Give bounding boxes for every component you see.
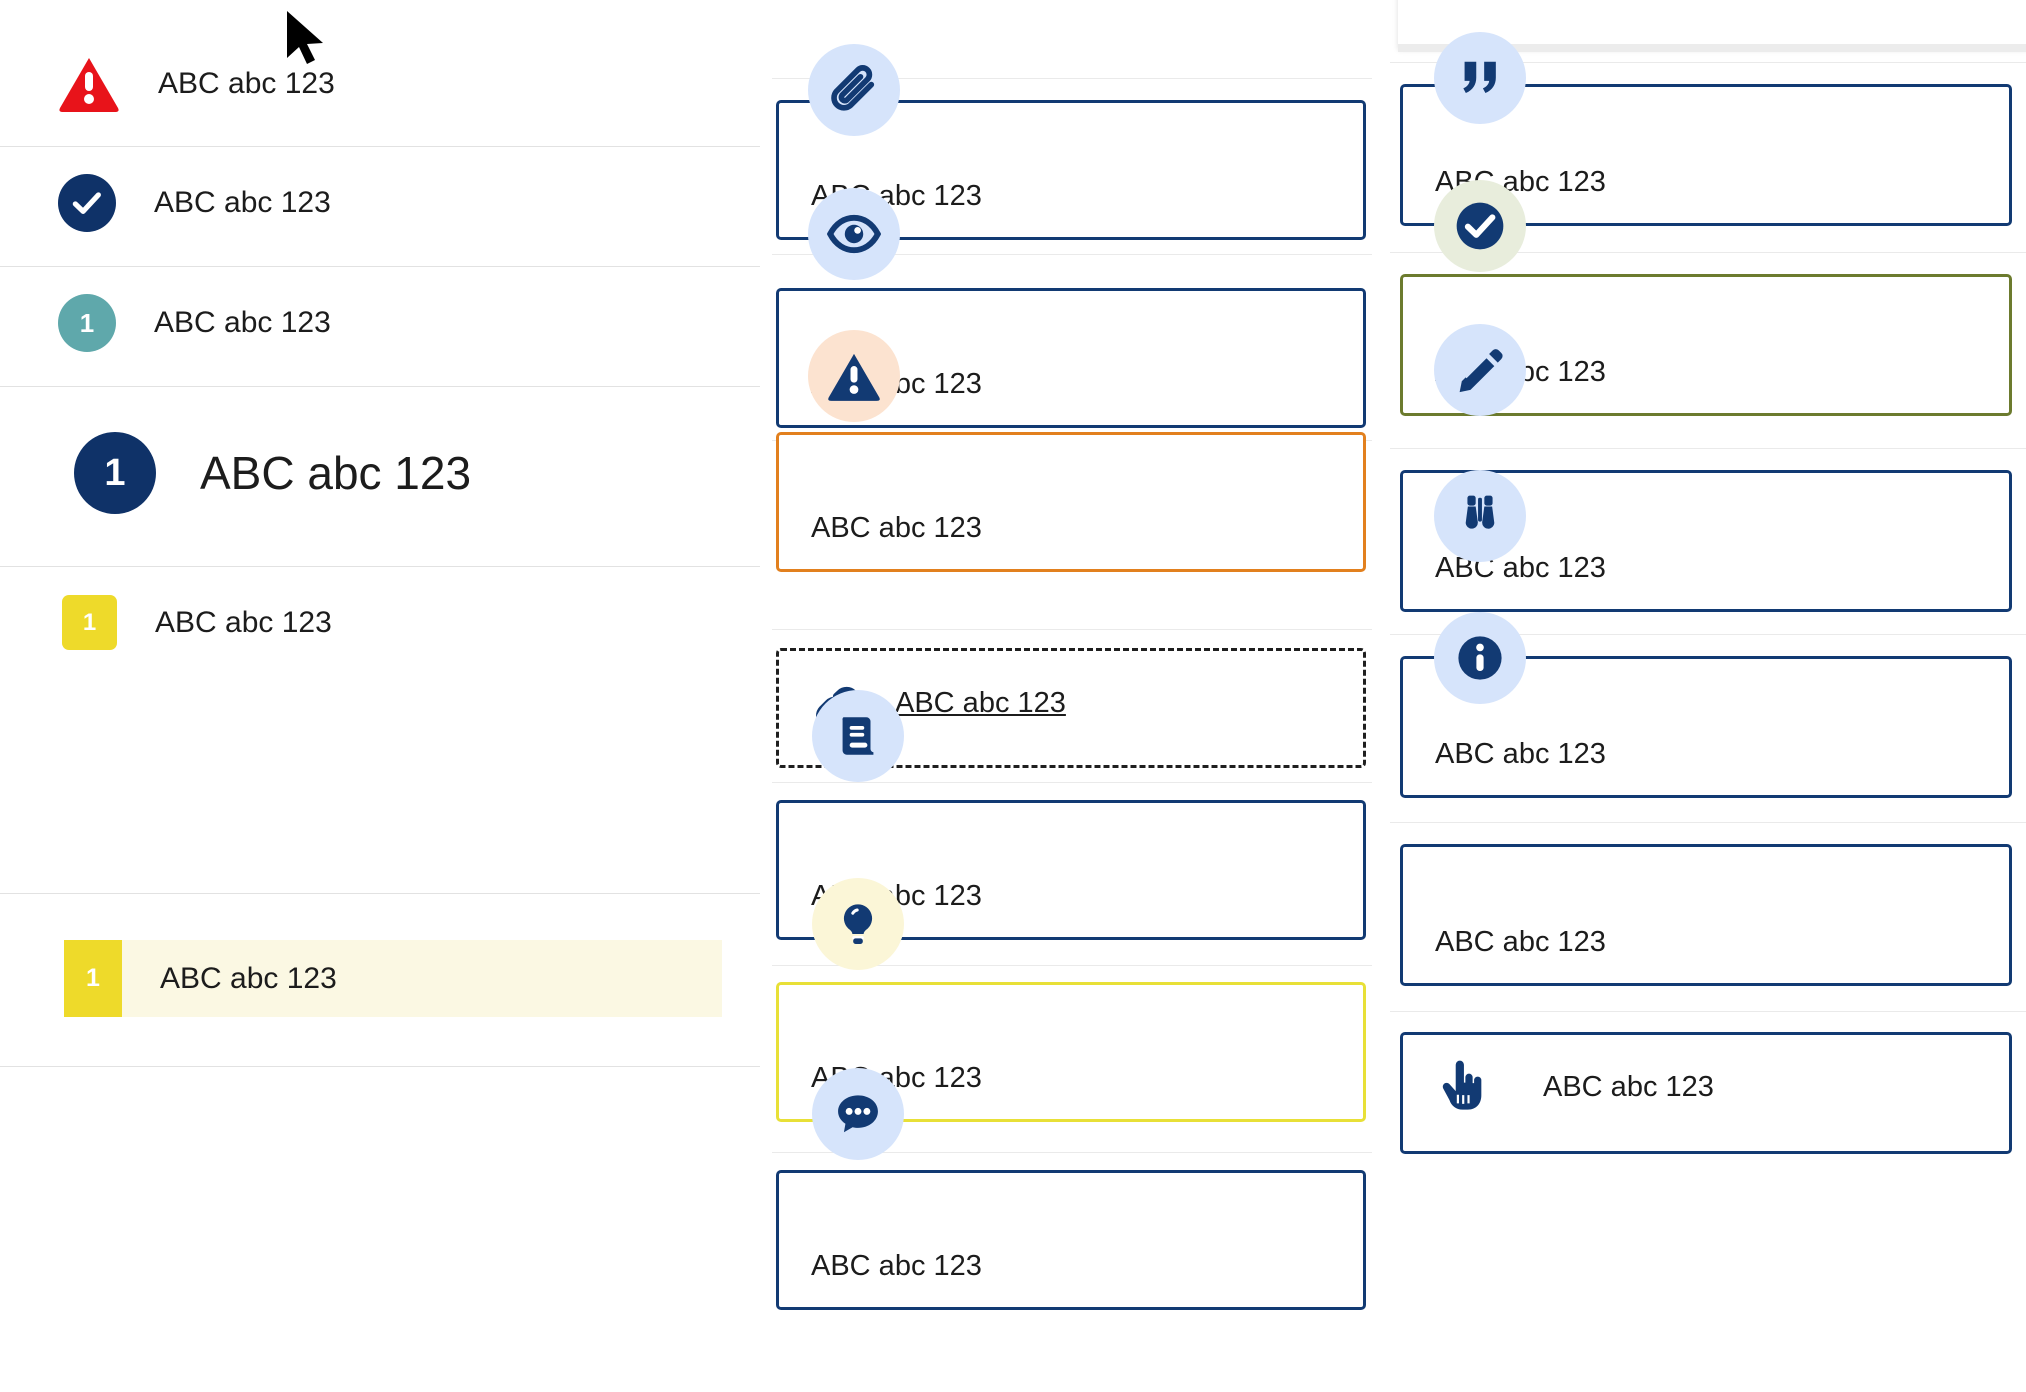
chat-bubble-icon bbox=[812, 1068, 904, 1160]
card-divider bbox=[772, 629, 1372, 630]
list-divider bbox=[0, 1066, 760, 1067]
left-list: ABC abc 123 ABC abc 123 1 ABC abc 123 1 … bbox=[0, 0, 760, 1392]
info-circle-icon bbox=[1434, 612, 1526, 704]
card-link-label[interactable]: ABC abc 123 bbox=[895, 687, 1066, 719]
list-item[interactable]: ABC abc 123 bbox=[0, 174, 760, 232]
card-divider bbox=[1390, 634, 2026, 635]
number-badge-large-icon: 1 bbox=[74, 432, 156, 514]
list-divider bbox=[0, 386, 760, 387]
lightbulb-icon bbox=[812, 878, 904, 970]
binoculars-icon bbox=[1434, 470, 1526, 562]
list-divider bbox=[0, 893, 760, 894]
check-circle-icon bbox=[1434, 180, 1526, 272]
quote-icon bbox=[1434, 32, 1526, 124]
card-comment[interactable]: ABC abc 123 bbox=[776, 1170, 1366, 1310]
alert-triangle-icon bbox=[808, 330, 900, 422]
card-label: ABC abc 123 bbox=[1435, 926, 1606, 958]
card-divider bbox=[772, 254, 1372, 255]
list-item[interactable]: 1 ABC abc 123 bbox=[0, 595, 760, 650]
card-label: ABC abc 123 bbox=[1435, 738, 1606, 770]
card-divider bbox=[1390, 822, 2026, 823]
list-item-label: ABC abc 123 bbox=[154, 186, 331, 219]
card-warning[interactable]: ABC abc 123 bbox=[776, 432, 1366, 572]
pencil-icon bbox=[1434, 324, 1526, 416]
card-divider bbox=[1390, 62, 2026, 63]
card-label: ABC abc 123 bbox=[1543, 1071, 1714, 1103]
hand-pointer-icon bbox=[1433, 1057, 1491, 1120]
card-divider bbox=[1390, 448, 2026, 449]
list-divider bbox=[0, 146, 760, 147]
card-action[interactable]: ABC abc 123 bbox=[1400, 1032, 2012, 1154]
card-divider bbox=[772, 78, 1372, 79]
eye-icon bbox=[808, 188, 900, 280]
check-circle-icon bbox=[58, 174, 116, 232]
list-item-label: ABC abc 123 bbox=[155, 605, 332, 639]
paperclip-icon bbox=[808, 44, 900, 136]
number-badge-icon: 1 bbox=[58, 294, 116, 352]
list-item-highlighted[interactable]: 1 ABC abc 123 bbox=[64, 940, 722, 1017]
card-info[interactable]: ABC abc 123 bbox=[1400, 844, 2012, 986]
book-icon bbox=[812, 690, 904, 782]
list-item-label: ABC abc 123 bbox=[154, 306, 331, 339]
mouse-pointer-icon bbox=[282, 8, 334, 75]
card-divider bbox=[772, 782, 1372, 783]
list-item[interactable]: 1 ABC abc 123 bbox=[0, 294, 760, 352]
list-item-label: ABC abc 123 bbox=[200, 447, 472, 499]
number-badge-flat-icon: 1 bbox=[64, 940, 122, 1017]
card-label: ABC abc 123 bbox=[811, 512, 982, 544]
top-panel-shadow bbox=[1398, 44, 2026, 52]
warning-triangle-icon bbox=[58, 56, 120, 112]
number-badge-square-icon: 1 bbox=[62, 595, 117, 650]
card-divider bbox=[1390, 1011, 2026, 1012]
list-item[interactable]: 1 ABC abc 123 bbox=[0, 432, 760, 514]
list-divider bbox=[0, 566, 760, 567]
card-label: ABC abc 123 bbox=[811, 1250, 982, 1282]
list-divider bbox=[0, 266, 760, 267]
card-divider bbox=[772, 965, 1372, 966]
list-item-label: ABC abc 123 bbox=[158, 67, 335, 100]
list-item-label: ABC abc 123 bbox=[160, 961, 337, 995]
card-divider bbox=[1390, 252, 2026, 253]
list-item[interactable]: ABC abc 123 bbox=[0, 56, 760, 112]
card-divider bbox=[772, 1152, 1372, 1153]
